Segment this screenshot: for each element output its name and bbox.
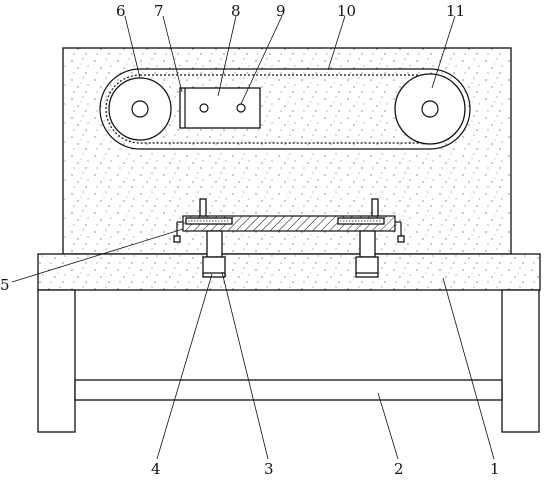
label-4: 4 xyxy=(151,460,161,478)
bracket-plate xyxy=(179,87,261,129)
label-1: 1 xyxy=(490,460,500,478)
label-6: 6 xyxy=(116,2,126,20)
right-support-column xyxy=(355,230,379,278)
table-top xyxy=(37,253,541,291)
label-3: 3 xyxy=(264,460,274,478)
label-7: 7 xyxy=(154,2,164,20)
label-9: 9 xyxy=(276,2,286,20)
left-leg xyxy=(37,289,76,433)
label-10: 10 xyxy=(337,2,356,20)
label-8: 8 xyxy=(231,2,241,20)
label-11: 11 xyxy=(446,2,465,20)
left-sprocket xyxy=(108,77,172,141)
cross-bar xyxy=(74,379,503,401)
label-2: 2 xyxy=(394,460,404,478)
left-support-column xyxy=(202,230,226,278)
right-sprocket xyxy=(394,73,466,145)
clamp-assembly xyxy=(173,198,405,243)
right-leg xyxy=(501,289,540,433)
leader-lines xyxy=(11,15,495,460)
label-5: 5 xyxy=(0,276,10,294)
